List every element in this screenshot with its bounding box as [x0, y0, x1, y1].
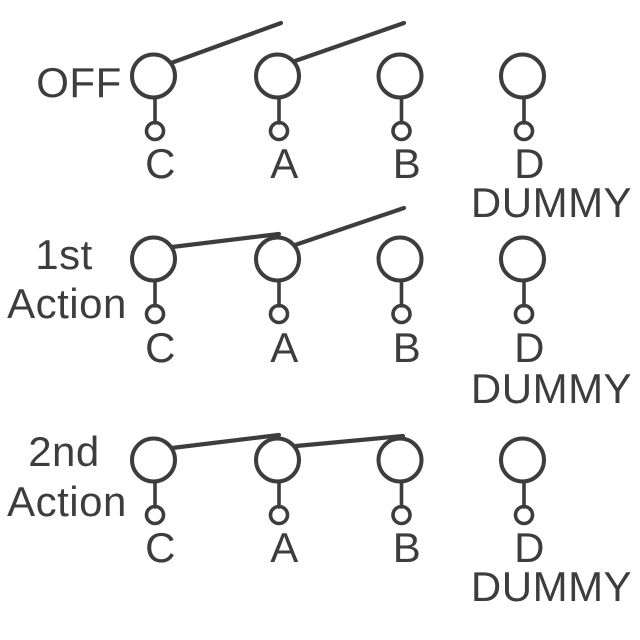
terminal-dot: [391, 303, 412, 325]
terminal-label: C: [145, 140, 176, 187]
terminal-label: C: [145, 524, 176, 571]
terminal-label: B: [393, 524, 422, 571]
contact-circle: [254, 436, 301, 484]
terminal-contact-a: A: [254, 436, 301, 571]
terminal-label: D: [514, 140, 545, 187]
contact-circle: [499, 52, 546, 100]
terminal-dot: [268, 303, 290, 325]
wiper-lever-c-to-a: [169, 231, 282, 250]
position-label-line1: 1st: [35, 231, 93, 278]
terminal-label: D: [514, 324, 545, 371]
terminal-dot: [391, 120, 412, 142]
terminal-label: A: [270, 324, 299, 371]
terminal-contact-b: B: [376, 235, 424, 371]
wiper-lever-c-to-a: [169, 432, 282, 451]
terminal-contact-c: C: [130, 235, 177, 371]
terminal-dot: [513, 504, 535, 526]
terminal-contact-c: C: [130, 52, 177, 187]
wiper-lever-c: [168, 20, 284, 66]
terminal-contact-a: A: [254, 52, 301, 187]
wiper-lever-a: [292, 20, 407, 64]
terminal-label: A: [270, 140, 299, 187]
position-row-2nd-action: 2nd Action C A B D DUMMY: [7, 428, 632, 610]
terminal-dot: [144, 303, 166, 325]
terminal-contact-b: B: [376, 436, 424, 571]
position-label-line1: 2nd: [28, 428, 100, 475]
dummy-label: DUMMY: [471, 365, 632, 412]
terminal-contact-c: C: [130, 436, 177, 571]
terminal-contact-d: D DUMMY: [471, 52, 632, 226]
contact-circle: [254, 52, 301, 100]
position-label-line2: Action: [7, 478, 127, 525]
terminal-dot: [391, 504, 412, 526]
contact-circle: [254, 235, 301, 283]
terminal-contact-b: B: [376, 52, 424, 187]
contact-circle: [499, 436, 546, 484]
terminal-contact-a: A: [254, 235, 301, 371]
dummy-label: DUMMY: [471, 563, 632, 610]
position-label-line2: Action: [7, 280, 127, 327]
contact-circle: [130, 52, 177, 100]
contact-circle: [130, 235, 177, 283]
terminal-contact-d: D DUMMY: [471, 235, 632, 412]
position-label: OFF: [36, 59, 121, 106]
terminal-dot: [144, 504, 166, 526]
position-row-off: OFF C A B D DUMMY: [36, 20, 632, 226]
dummy-label: DUMMY: [471, 179, 632, 226]
wiper-lever-a: [292, 205, 407, 248]
terminal-dot: [268, 120, 290, 142]
contact-circle: [130, 436, 177, 484]
contact-circle: [376, 436, 424, 484]
terminal-dot: [268, 504, 290, 526]
terminal-label: C: [145, 324, 176, 371]
contact-circle: [376, 52, 424, 100]
contact-circle: [376, 235, 424, 283]
terminal-dot: [513, 120, 535, 142]
wiper-lever-a-to-b: [293, 433, 406, 449]
terminal-label: B: [393, 324, 422, 371]
position-row-1st-action: 1st Action C A B D DUMMY: [7, 205, 632, 412]
terminal-label: A: [270, 524, 299, 571]
terminal-label: D: [514, 524, 545, 571]
terminal-label: B: [393, 140, 422, 187]
terminal-dot: [513, 303, 535, 325]
terminal-dot: [144, 120, 166, 142]
terminal-contact-d: D DUMMY: [471, 436, 632, 610]
contact-circle: [499, 235, 546, 283]
